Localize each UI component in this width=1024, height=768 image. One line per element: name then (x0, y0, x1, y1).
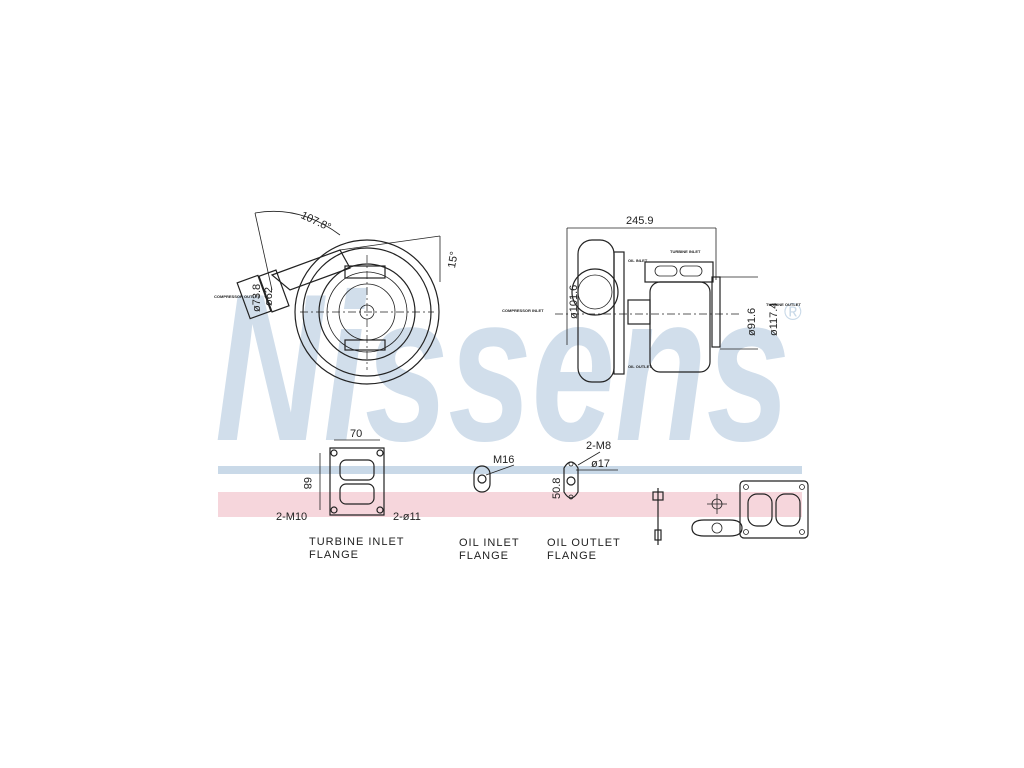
diameter-101-6: ø101.6 (568, 285, 580, 319)
flange-height: 68 (301, 477, 313, 489)
turbine-inlet-flange: 70 68 2-M10 2-ø11 TURBINE INLET FLANGE (276, 428, 421, 561)
oil-inlet-flange: M16 OIL INLET FLANGE (459, 454, 520, 562)
accessory-parts (652, 480, 809, 545)
side-view: 107.8° 15° ø62 ø73.8 COMPRESSOR OUTLET (214, 209, 461, 385)
caption-flange: FLANGE (547, 550, 597, 562)
caption-oil-outlet: OIL OUTLET (547, 537, 621, 549)
oil-inlet-thread: M16 (493, 454, 514, 466)
diameter-62: ø62 (263, 287, 275, 306)
flange-hole: 2-ø11 (393, 511, 421, 523)
turbine-outlet-label: TURBINE OUTLET (766, 302, 801, 307)
compressor-inlet-label: COMPRESSOR INLET (502, 308, 544, 313)
watermark-text: Nissens (215, 250, 790, 485)
diameter-91-6: ø91.6 (746, 308, 758, 336)
turbine-inlet-label: TURBINE INLET (670, 249, 701, 254)
compressor-outlet-label: COMPRESSOR OUTLET (214, 294, 261, 299)
oil-outlet-label: OIL OUTLET (628, 364, 652, 369)
caption-flange: FLANGE (309, 549, 359, 561)
brand-watermark: Nissens ® (215, 250, 802, 517)
turbine-gasket-icon (739, 480, 809, 539)
caption-turbine-inlet: TURBINE INLET (309, 536, 405, 548)
tilt-dimension: 15° (446, 251, 461, 269)
caption-oil-inlet: OIL INLET (459, 537, 520, 549)
angle-dimension: 107.8° (299, 209, 333, 233)
registered-mark: ® (784, 299, 802, 326)
oil-gasket-icon (691, 519, 743, 537)
length-dimension: 245.9 (626, 215, 654, 227)
oil-outlet-spacing: 50.8 (551, 478, 563, 499)
flange-thread: 2-M10 (276, 511, 307, 523)
oil-outlet-flange: 2-M8 ø17 50.8 OIL OUTLET FLANGE (547, 440, 621, 562)
caption-flange: FLANGE (459, 550, 509, 562)
watermark-stripe-blue (218, 466, 802, 474)
front-view: 245.9 ø101.6 ø91.6 ø117.4 COMPRESSOR INL… (502, 215, 801, 383)
oil-outlet-hole: ø17 (591, 458, 610, 470)
oil-outlet-thread: 2-M8 (586, 440, 611, 452)
watermark-stripe-pink (218, 492, 802, 517)
diameter-73-8: ø73.8 (251, 284, 263, 312)
oil-inlet-label: OIL INLET (628, 258, 648, 263)
diameter-117-4: ø117.4 (768, 303, 780, 336)
flange-width: 70 (350, 428, 362, 440)
